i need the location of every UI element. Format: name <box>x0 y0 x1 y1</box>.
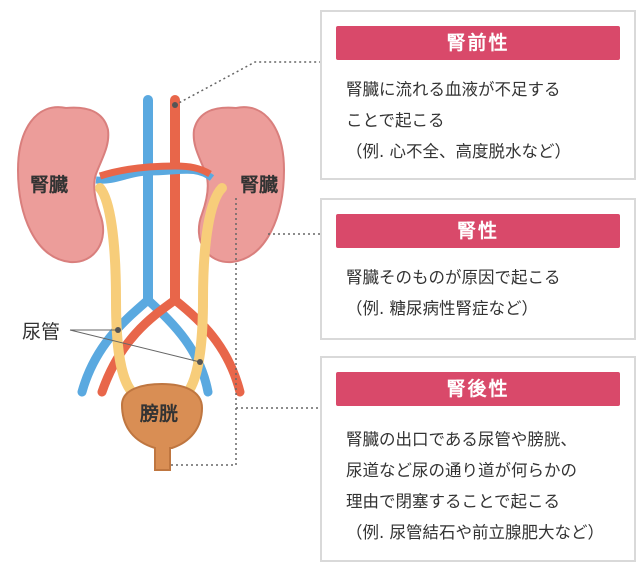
right-renal-artery <box>174 162 212 178</box>
postrenal-card-body: 腎臓の出口である尿管や膀胱、 尿道など尿の通り道が何らかの 理由で閉塞することで… <box>346 424 626 548</box>
ureter-pointer-dot-left <box>115 327 121 333</box>
renal-card-line: （例. 糖尿病性腎症など） <box>346 299 538 318</box>
renal-card-body: 腎臓そのものが原因で起こる （例. 糖尿病性腎症など） <box>346 262 626 324</box>
postrenal-card: 腎後性 腎臓の出口である尿管や膀胱、 尿道など尿の通り道が何らかの 理由で閉塞す… <box>320 356 636 562</box>
renal-card: 腎性 腎臓そのものが原因で起こる （例. 糖尿病性腎症など） <box>320 198 636 340</box>
postrenal-card-line: 尿道など尿の通り道が何らかの <box>346 461 577 480</box>
renal-card-line: 腎臓そのものが原因で起こる <box>346 268 561 287</box>
prerenal-card-line: 腎臓に流れる血液が不足する <box>346 80 561 99</box>
bladder <box>120 382 204 471</box>
left-renal-artery <box>98 162 176 180</box>
right-iliac-artery <box>170 295 245 397</box>
ureter-pointer-right <box>69 329 201 363</box>
bladder-label: 膀胱 <box>139 402 178 425</box>
renal-card-title: 腎性 <box>336 214 620 248</box>
postrenal-card-title: 腎後性 <box>336 372 620 406</box>
postrenal-card-line: 理由で閉塞することで起こる <box>346 492 561 511</box>
prerenal-card: 腎前性 腎臓に流れる血液が不足する ことで起こる （例. 心不全、高度脱水など） <box>320 10 636 180</box>
prerenal-card-body: 腎臓に流れる血液が不足する ことで起こる （例. 心不全、高度脱水など） <box>346 74 626 167</box>
right-iliac-vein <box>143 295 213 397</box>
kidney-right-label: 腎臓 <box>240 174 278 196</box>
prerenal-leader-dot <box>172 102 178 108</box>
ureter-label: 尿管 <box>22 321 60 343</box>
left-iliac-vein <box>77 295 153 397</box>
prerenal-leader-line <box>174 61 320 106</box>
left-kidney <box>16 106 110 264</box>
postrenal-leader-line <box>170 198 320 466</box>
postrenal-card-line: 腎臓の出口である尿管や膀胱、 <box>346 430 577 449</box>
prerenal-card-title: 腎前性 <box>336 26 620 60</box>
prerenal-card-line: ことで起こる <box>346 111 445 130</box>
left-renal-vein <box>95 168 149 184</box>
postrenal-card-line: （例. 尿管結石や前立腺肥大など） <box>346 523 604 542</box>
right-ureter <box>183 183 227 397</box>
prerenal-card-line: （例. 心不全、高度脱水など） <box>346 142 571 161</box>
left-iliac-artery <box>97 295 180 397</box>
right-kidney <box>192 106 286 264</box>
ureter-pointer-dot-right <box>197 359 203 365</box>
kidney-left-label: 腎臓 <box>30 174 68 196</box>
left-ureter <box>95 183 137 397</box>
